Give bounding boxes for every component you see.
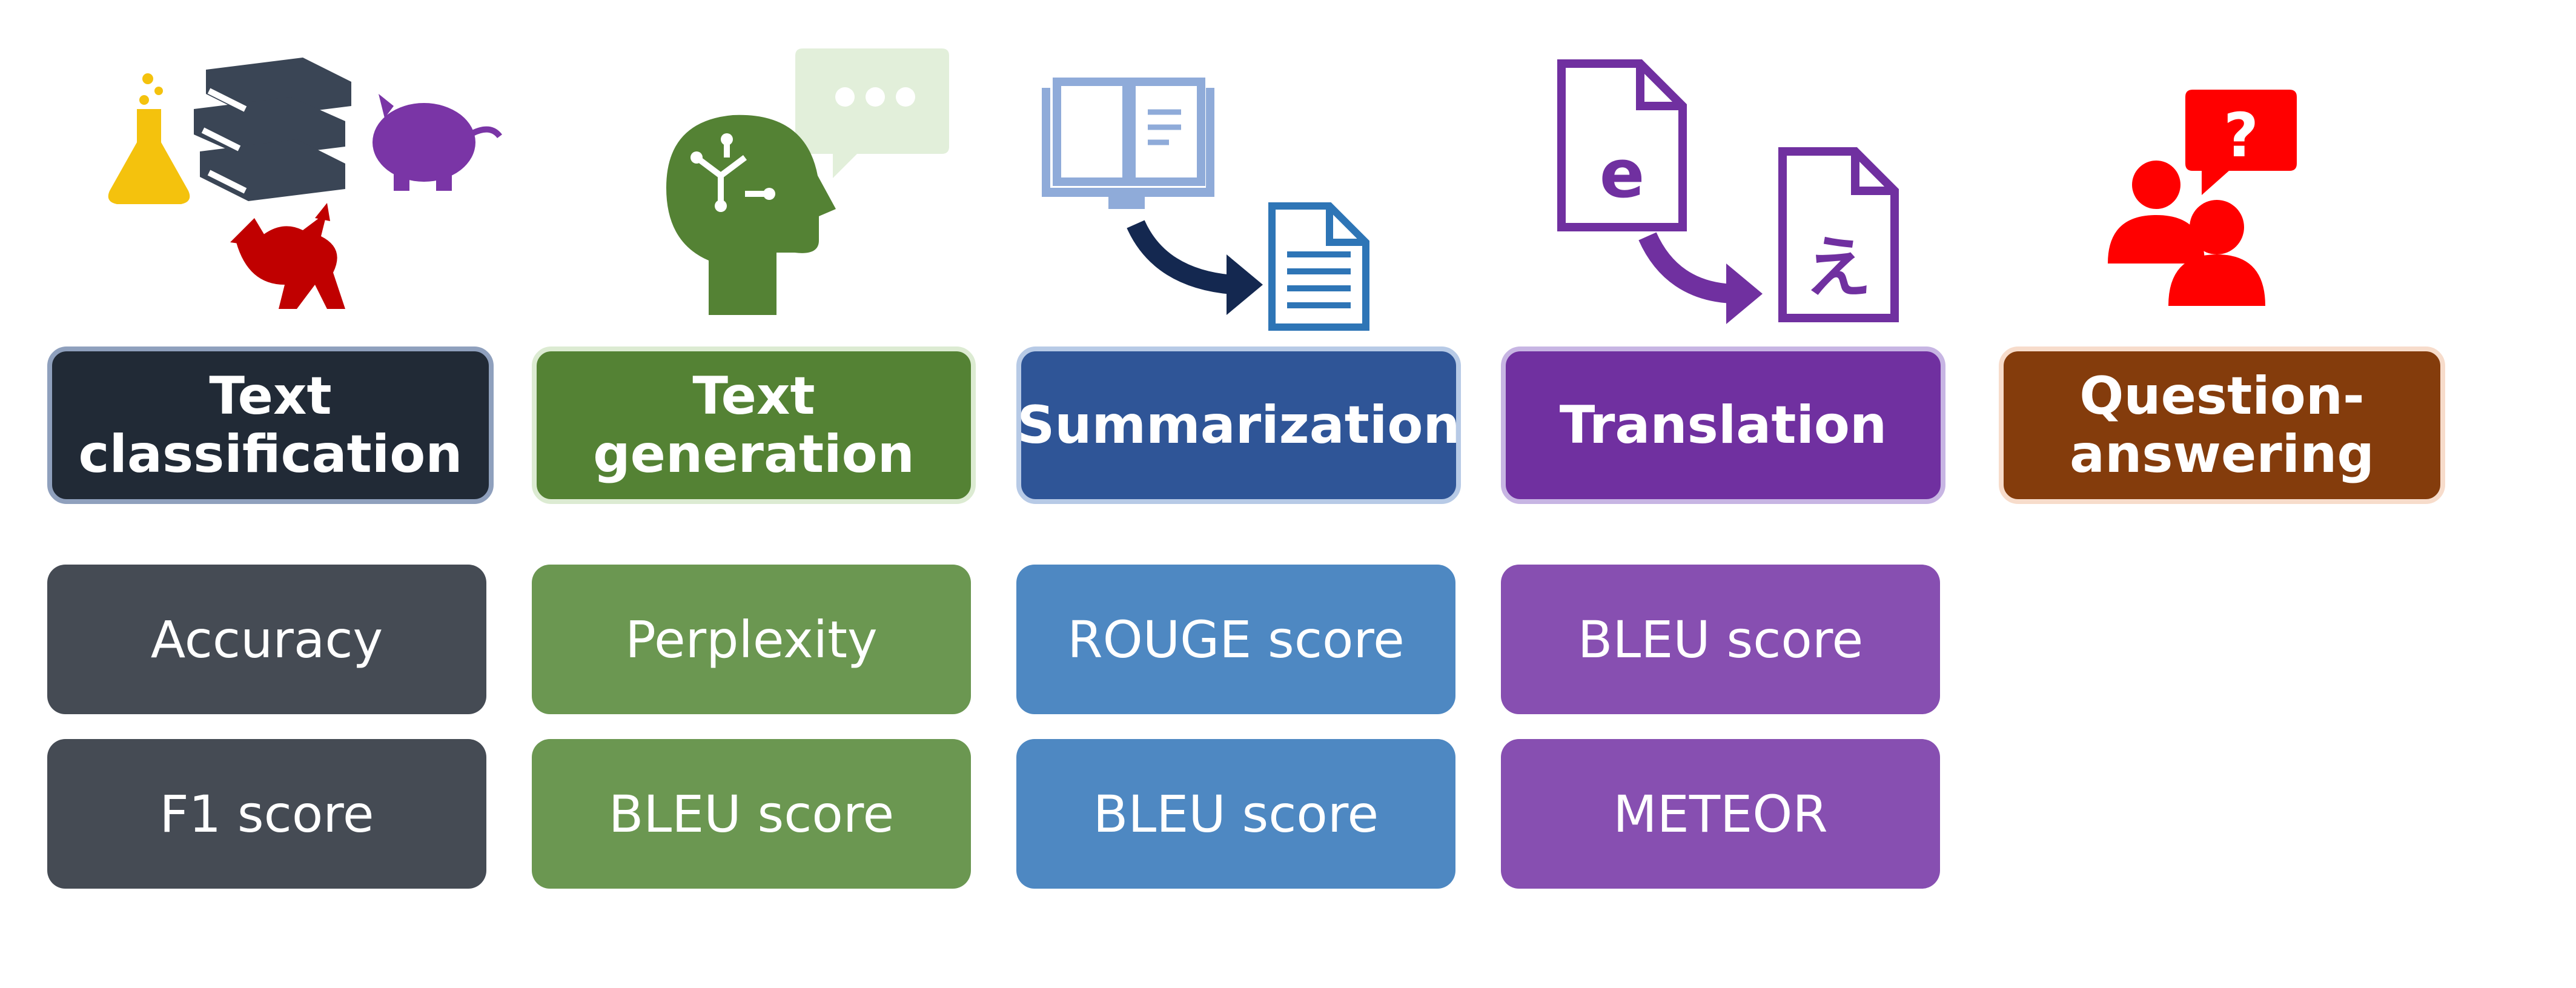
- metric-bleu-score: BLEU score: [1016, 739, 1455, 889]
- english-letter: e: [1600, 135, 1645, 213]
- dragon-icon: [230, 203, 345, 309]
- speech-bubble-icon: [795, 48, 949, 178]
- japanese-letter: え: [1805, 229, 1872, 307]
- metric-perplexity: Perplexity: [532, 565, 971, 714]
- task-icons: e え ?: [108, 48, 2297, 331]
- people-icon: [2108, 161, 2265, 306]
- task-header-question-answering: Question-answering: [1999, 346, 2445, 504]
- document-icon: [1268, 202, 1369, 331]
- metric-meteor: METEOR: [1501, 739, 1940, 889]
- open-book-icon: [1042, 78, 1214, 209]
- piggy-bank-icon: [372, 94, 502, 191]
- question-bubble-icon: ?: [2185, 90, 2297, 195]
- flask-icon: [108, 73, 190, 204]
- arrow-icon: [1638, 232, 1763, 324]
- arrow-icon: [1127, 220, 1263, 315]
- english-document-icon: e: [1557, 59, 1687, 231]
- task-header-translation: Translation: [1501, 346, 1945, 504]
- japanese-document-icon: え: [1778, 147, 1899, 322]
- question-mark: ?: [2223, 100, 2259, 171]
- metric-f1-score: F1 score: [47, 739, 486, 889]
- metric-accuracy: Accuracy: [47, 565, 486, 714]
- metric-bleu-score: BLEU score: [532, 739, 971, 889]
- metric-rouge-score: ROUGE score: [1016, 565, 1455, 714]
- books-icon: [194, 58, 351, 201]
- brain-head-icon: [666, 114, 836, 316]
- task-header-summarization: Summarization: [1016, 346, 1461, 504]
- metric-bleu-score: BLEU score: [1501, 565, 1940, 714]
